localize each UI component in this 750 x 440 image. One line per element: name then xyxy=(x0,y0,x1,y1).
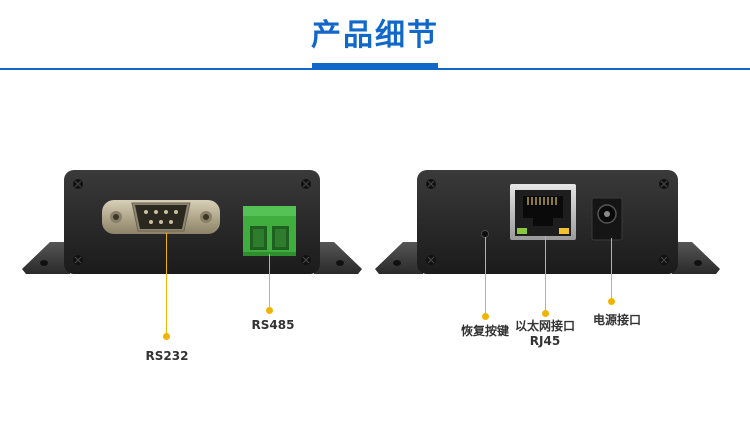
ethernet-leader-line xyxy=(545,236,546,312)
reset-leader-line xyxy=(485,237,486,315)
rs485-leader-line xyxy=(269,254,270,309)
rs485-label: RS485 xyxy=(251,318,295,332)
terminal-block-icon xyxy=(243,206,296,256)
power-leader-line xyxy=(611,238,612,300)
device-rear-image xyxy=(375,170,720,274)
mounting-flange-right xyxy=(314,242,362,274)
device-rear-panel xyxy=(375,166,720,276)
mounting-flange-right xyxy=(672,242,720,274)
screw-icon xyxy=(659,179,669,189)
screw-icon xyxy=(301,179,311,189)
power-port-label: 电源接口 xyxy=(592,313,641,327)
screw-icon xyxy=(73,255,83,265)
power-callout-dot xyxy=(608,298,615,305)
screw-icon xyxy=(426,179,436,189)
screw-icon xyxy=(301,255,311,265)
mounting-flange-left xyxy=(375,242,423,274)
rs485-callout-dot xyxy=(266,307,273,314)
ethernet-label: 以太网接口 RJ45 xyxy=(505,319,585,349)
device-front-image xyxy=(22,170,362,274)
mounting-flange-left xyxy=(22,242,70,274)
screw-icon xyxy=(659,255,669,265)
dc-jack-icon xyxy=(591,197,623,241)
screw-icon xyxy=(73,179,83,189)
screw-icon xyxy=(426,255,436,265)
ethernet-label-line1: 以太网接口 xyxy=(514,319,575,333)
reset-callout-dot xyxy=(482,313,489,320)
device-front-panel-serial xyxy=(22,166,362,276)
ethernet-label-line2: RJ45 xyxy=(529,334,561,348)
rj45-port-icon xyxy=(510,184,576,240)
reset-button-label: 恢复按键 xyxy=(460,324,509,338)
page-title: 产品细节 xyxy=(311,18,439,53)
header-accent-bar xyxy=(312,63,438,70)
ethernet-callout-dot xyxy=(542,310,549,317)
db9-connector-icon xyxy=(102,200,220,234)
rs232-label: RS232 xyxy=(145,349,189,363)
rs232-leader-line xyxy=(166,233,167,335)
rs232-callout-dot xyxy=(163,333,170,340)
